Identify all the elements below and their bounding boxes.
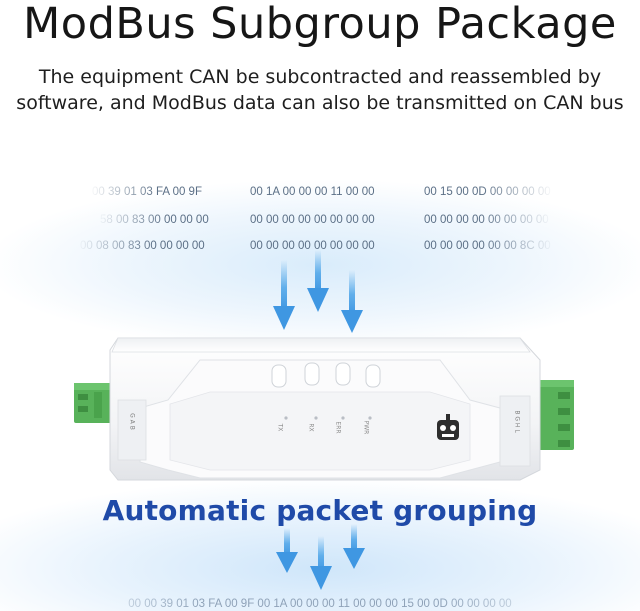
arrow-down-icon [341, 270, 363, 333]
led-label-rx: RX [307, 423, 315, 432]
led-label-err: ERR [334, 421, 342, 434]
led-label-pwr: PWR [362, 420, 370, 435]
page-subtitle: The equipment CAN be subcontracted and r… [0, 64, 640, 116]
hex-cell: 00 08 00 83 00 00 00 00 [80, 240, 205, 252]
subtitle-line-2: software, and ModBus data can also be tr… [16, 92, 624, 114]
hex-row-2: 58 00 83 00 00 00 00 00 00 00 00 00 00 0… [0, 212, 640, 232]
hex-cell: 00 39 01 03 FA 00 9F [92, 186, 202, 198]
left-terminal-label: G A B [128, 413, 136, 430]
left-terminal-block [74, 383, 118, 423]
led-rx [314, 416, 318, 420]
arrow-down-icon [273, 260, 295, 330]
led-err [341, 416, 345, 420]
top-clips [271, 362, 381, 388]
right-terminal-block [534, 380, 574, 450]
hex-cell: 00 00 00 00 00 00 00 00 [250, 214, 375, 226]
brand-logo-icon [437, 414, 459, 440]
arrow-down-icon [276, 528, 298, 573]
hex-row-3: 00 08 00 83 00 00 00 00 00 00 00 00 00 0… [0, 238, 640, 258]
hex-cell: 00 1A 00 00 00 11 00 00 [250, 186, 375, 198]
hex-cell: 58 00 83 00 00 00 00 [100, 214, 209, 226]
led-pwr [368, 416, 372, 420]
led-label-tx: TX [276, 423, 284, 432]
arrow-down-icon [307, 250, 329, 312]
hex-cell: 00 00 00 00 00 00 8C 00 [424, 240, 551, 252]
hex-cell: 00 15 00 0D 00 00 00 00 [424, 186, 551, 198]
arrow-down-icon [343, 524, 365, 569]
hex-row-1: 00 39 01 03 FA 00 9F 00 1A 00 00 00 11 0… [0, 184, 640, 204]
tagline: Automatic packet grouping [102, 494, 538, 527]
arrow-down-icon [310, 536, 332, 590]
hex-row-bottom: 00 00 39 01 03 FA 00 9F 00 1A 00 00 00 1… [128, 598, 512, 610]
subtitle-line-1: The equipment CAN be subcontracted and r… [38, 66, 602, 88]
led-tx [284, 416, 288, 420]
right-terminal-label: B G H L [513, 410, 521, 433]
page-title: ModBus Subgroup Package [23, 0, 617, 49]
hex-cell: 00 00 00 00 00 00 00 00 [250, 240, 375, 252]
hex-cell: 00 00 00 00 00 00 00 00 [424, 214, 549, 226]
